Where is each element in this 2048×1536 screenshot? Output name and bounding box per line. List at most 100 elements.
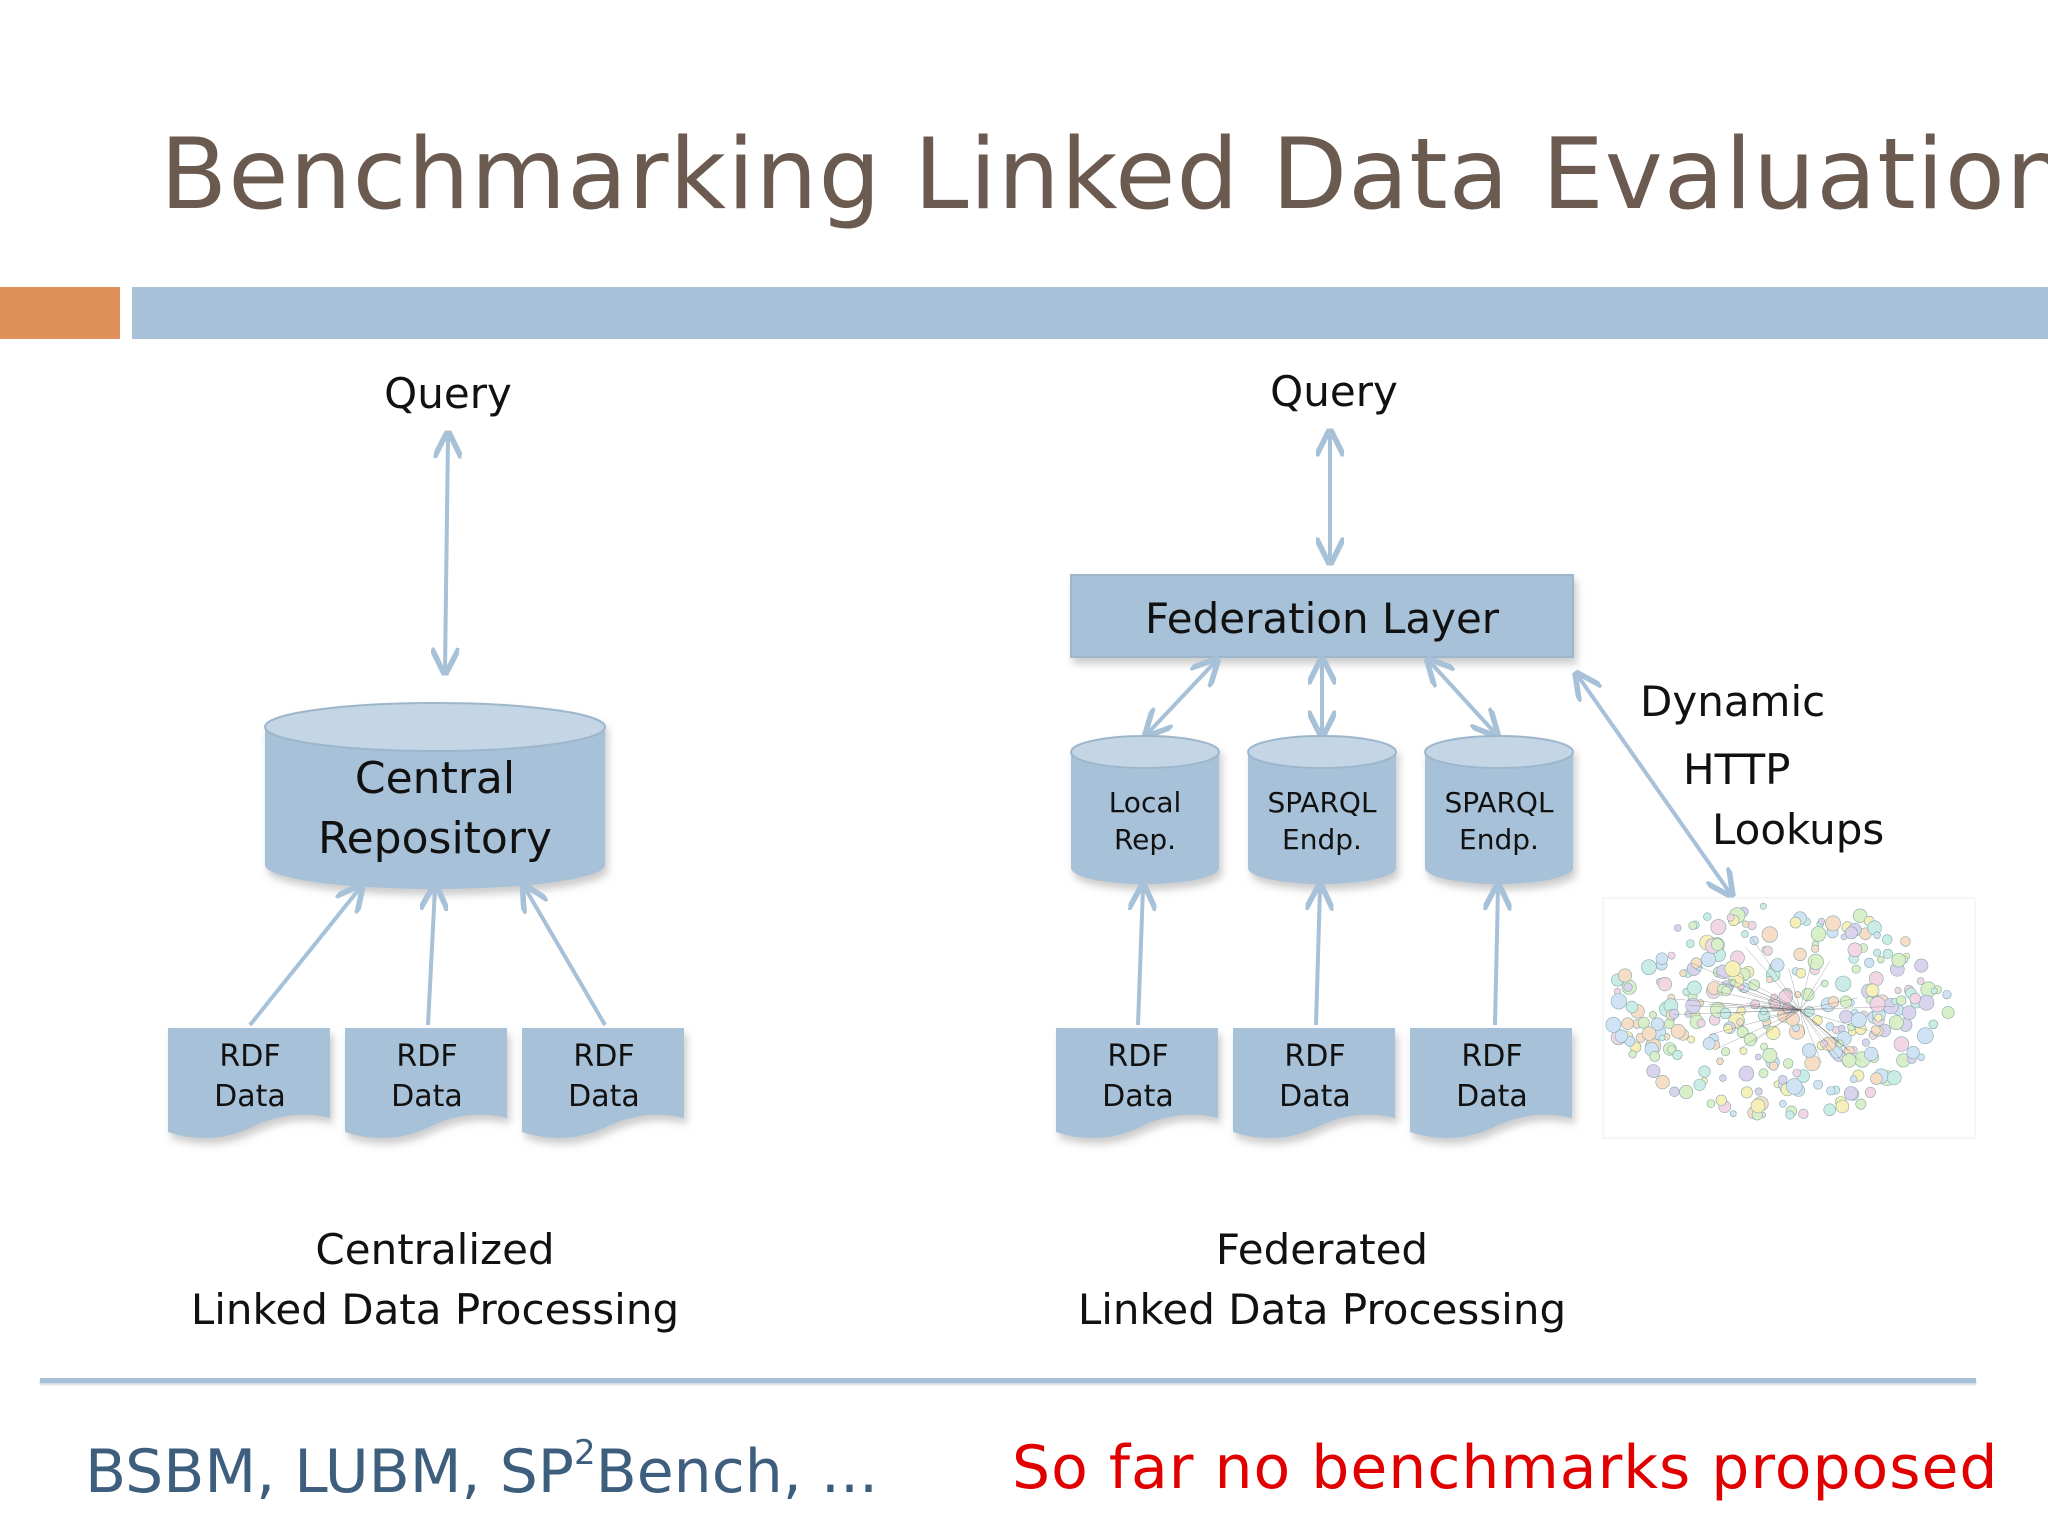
right-rdf-doc-3-line2: Data <box>1456 1079 1528 1114</box>
accent-bar-blue <box>132 287 2048 339</box>
lod-cloud-bubble <box>1931 987 1938 995</box>
lod-cloud-bubble <box>1667 951 1676 960</box>
right-query-label: Query <box>1270 367 1398 416</box>
lod-cloud-bubble <box>1869 996 1886 1013</box>
lod-cloud-bubble <box>1605 1016 1622 1033</box>
lod-cloud-link <box>1799 1009 1875 1033</box>
lod-cloud-link <box>1788 968 1801 1011</box>
lod-cloud-bubble <box>1669 1008 1680 1020</box>
right-rdf-doc-1-line1: RDF <box>1107 1039 1168 1074</box>
lod-cloud-link <box>1738 1009 1801 1050</box>
lod-cloud-bubble <box>1928 1019 1939 1030</box>
lod-cloud-link <box>1767 1009 1801 1018</box>
lod-cloud-bubble <box>1914 958 1929 973</box>
right-caption-line2: Linked Data Processing <box>1077 1285 1567 1334</box>
lod-cloud-bubble <box>1795 967 1807 979</box>
lod-cloud-bubble <box>1750 1098 1766 1114</box>
lod-cloud-bubble <box>1614 1029 1628 1043</box>
right-rdf-doc-2 <box>1233 1028 1395 1139</box>
lod-cloud-bubble <box>1825 1022 1835 1031</box>
lod-cloud-bubble <box>1906 1045 1920 1060</box>
store-2-line1: SPARQL <box>1267 786 1377 819</box>
lod-cloud-bubble <box>1670 1023 1686 1039</box>
lod-cloud-bubble <box>1621 1017 1634 1030</box>
lod-cloud-bubble <box>1719 1007 1731 1020</box>
lod-cloud-bubble <box>1715 1094 1727 1106</box>
lod-cloud-bubble <box>1762 945 1773 956</box>
left-query-label: Query <box>384 369 512 418</box>
lod-cloud-bubble <box>1669 1086 1680 1097</box>
store-cylinder-sparql-2 <box>1424 735 1574 884</box>
left-rdf-doc-2 <box>345 1028 507 1139</box>
lod-cloud-bubble <box>1813 1079 1823 1090</box>
lod-cloud-bubble <box>1741 930 1749 938</box>
lod-cloud-bubble <box>1724 960 1741 977</box>
dynamic-label: Dynamic <box>1640 677 1825 726</box>
lod-cloud-bubble <box>1742 920 1750 928</box>
lod-cloud-bubble <box>1721 1047 1731 1057</box>
lod-cloud-bubble <box>1696 1018 1706 1028</box>
right-rdf-doc-1-line2: Data <box>1102 1079 1174 1114</box>
right-rdf-doc-3-line1: RDF <box>1461 1039 1522 1074</box>
lod-cloud-bubble <box>1873 948 1882 957</box>
lod-cloud-bubble <box>1655 952 1669 965</box>
lod-cloud-bubble <box>1687 1035 1696 1044</box>
lod-cloud-bubble <box>1916 977 1925 985</box>
lod-cloud-bubble <box>1882 934 1893 945</box>
lod-cloud-bubble <box>1674 924 1682 932</box>
central-repository-label-line1: Central <box>355 753 515 804</box>
lod-cloud-bubble <box>1864 957 1875 969</box>
left-arrow-3 <box>525 888 607 1027</box>
lod-cloud-link <box>1799 1009 1848 1057</box>
benchmarks-prefix: BSBM, LUBM, SP <box>85 1437 574 1507</box>
lod-cloud-bubble <box>1770 958 1785 972</box>
existing-benchmarks-note: BSBM, LUBM, SP2Bench, ... <box>85 1433 878 1507</box>
lod-cloud-link <box>1737 974 1801 1011</box>
store-1-line2: Rep. <box>1114 823 1176 856</box>
lod-cloud-link <box>1746 1002 1801 1011</box>
right-rdf-doc-3 <box>1410 1028 1572 1139</box>
lod-cloud-bubble <box>1679 1085 1694 1100</box>
lod-cloud-bubble <box>1625 1000 1639 1014</box>
lod-cloud-bubble <box>1779 1100 1787 1108</box>
accent-bar-orange <box>0 287 120 339</box>
lod-cloud-bubble <box>1649 1011 1657 1019</box>
left-rdf-doc-1-line1: RDF <box>219 1039 280 1074</box>
lod-cloud-bubble <box>1706 1099 1716 1108</box>
store-3-line1: SPARQL <box>1444 786 1554 819</box>
fed-arrow-1 <box>1148 662 1215 733</box>
lod-cloud-link <box>1760 1002 1801 1011</box>
lod-cloud-link <box>1799 1009 1850 1051</box>
lod-cloud-bubble <box>1687 980 1702 996</box>
lod-cloud-bubble <box>1837 1024 1846 1033</box>
lod-cloud-bubble <box>1882 948 1893 960</box>
lod-cloud-bubble <box>1792 1068 1802 1078</box>
lod-cloud-bubble <box>1623 982 1633 992</box>
lod-cloud-bubble <box>1900 936 1911 947</box>
lod-cloud-bubble <box>1786 1078 1803 1095</box>
left-rdf-doc-3 <box>522 1028 684 1139</box>
store-cylinder-sparql-1 <box>1247 735 1397 884</box>
federation-layer-label: Federation Layer <box>1145 594 1500 643</box>
left-rdf-doc-2-line2: Data <box>391 1079 463 1114</box>
lod-cloud-bubble <box>1901 1005 1917 1020</box>
right-rdf-doc-2-line2: Data <box>1279 1079 1351 1114</box>
store-1-line1: Local <box>1109 786 1182 819</box>
lod-cloud-bubble <box>1870 1025 1881 1036</box>
lod-cloud-bubble <box>1736 1018 1744 1026</box>
lod-cloud-bubble <box>1888 1015 1904 1030</box>
lod-cloud-bubble <box>1865 983 1880 998</box>
lod-cloud-bubble <box>1825 915 1841 932</box>
lod-cloud-bubble <box>1693 1078 1706 1091</box>
left-rdf-doc-3-line2: Data <box>568 1079 640 1114</box>
lod-cloud-bubble <box>1917 1027 1934 1044</box>
lod-cloud-link <box>1750 937 1801 1011</box>
lod-cloud-bubble <box>1847 942 1863 958</box>
right-arrow-1 <box>1138 888 1143 1026</box>
lod-cloud-bubble <box>1864 1086 1876 1098</box>
footer-divider <box>40 1378 1976 1383</box>
lod-cloud-bubble <box>1716 1057 1724 1066</box>
lod-cloud-bubble <box>1703 912 1712 921</box>
left-rdf-doc-3-line1: RDF <box>573 1039 634 1074</box>
